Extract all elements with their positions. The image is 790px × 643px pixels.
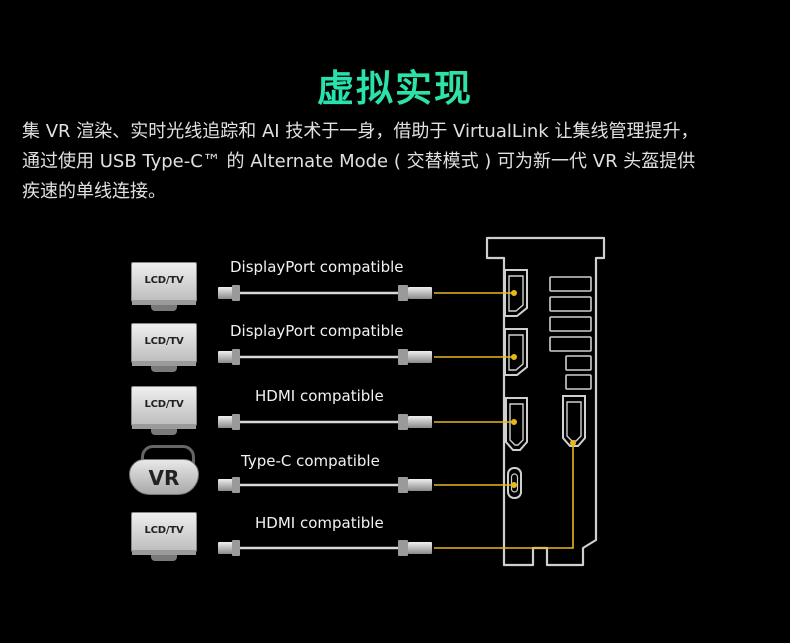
lcd-tv-device: LCD/TV — [131, 262, 197, 322]
vr-headset-icon: VR — [129, 459, 199, 495]
plug — [408, 351, 432, 363]
wire-end — [510, 353, 517, 360]
plug — [232, 285, 240, 301]
displayport-port — [504, 328, 528, 376]
vent-slot — [565, 374, 592, 390]
cable — [218, 285, 432, 301]
signal-wires — [434, 289, 576, 549]
cable-label: HDMI compatible — [255, 514, 384, 532]
plug — [218, 479, 233, 491]
plug — [408, 416, 432, 428]
cable — [218, 540, 432, 556]
tv-icon: LCD/TV — [131, 262, 197, 302]
displayport-port — [504, 269, 528, 317]
plug — [218, 416, 233, 428]
description-line: 疾速的单线连接。 — [22, 181, 166, 202]
vent-slots — [549, 276, 592, 390]
hdmi-port — [505, 397, 528, 451]
tv-icon: LCD/TV — [131, 386, 197, 426]
wire-end — [510, 418, 517, 425]
plug — [232, 414, 240, 430]
ports — [504, 269, 586, 499]
lcd-tv-device: LCD/TV — [131, 323, 197, 383]
plug — [232, 540, 240, 556]
displayport-inner — [508, 334, 524, 371]
cable — [218, 349, 432, 365]
lcd-tv-device: LCD/TV — [131, 386, 197, 446]
vent-slot — [549, 336, 592, 352]
plug — [232, 349, 240, 365]
usb-c-inner — [510, 473, 519, 493]
plug — [398, 540, 408, 556]
usb-c-port — [507, 467, 522, 499]
vr-headset-device: VR — [129, 445, 199, 505]
displayport-inner — [508, 275, 524, 312]
hdmi-inner — [566, 401, 582, 442]
plug — [408, 287, 432, 299]
plug — [398, 477, 408, 493]
vent-slot — [549, 316, 592, 332]
vent-slot — [565, 355, 592, 371]
tv-icon: LCD/TV — [131, 323, 197, 363]
wire — [434, 443, 574, 549]
plug — [408, 479, 432, 491]
plug — [218, 351, 233, 363]
plug — [218, 542, 233, 554]
cables — [218, 285, 432, 556]
wire-end — [510, 289, 517, 296]
vent-slot — [549, 296, 592, 312]
vr-strap-icon — [141, 445, 195, 464]
plug — [218, 287, 233, 299]
plug — [398, 285, 408, 301]
cable-label: HDMI compatible — [255, 387, 384, 405]
cable-label: DisplayPort compatible — [230, 322, 404, 340]
page-title: 虚拟实现 — [0, 58, 790, 112]
vent-slot — [549, 276, 592, 292]
description-line: 集 VR 渲染、实时光线追踪和 AI 技术于一身，借助于 VirtualLink… — [22, 121, 699, 142]
description-line: 通过使用 USB Type-C™ 的 Alternate Mode ( 交替模式… — [22, 151, 696, 172]
hdmi-inner — [509, 403, 524, 446]
description: 集 VR 渲染、实时光线追踪和 AI 技术于一身，借助于 VirtualLink… — [22, 117, 772, 207]
cable-label: DisplayPort compatible — [230, 258, 404, 276]
hdmi-port — [562, 395, 586, 447]
tv-icon: LCD/TV — [131, 512, 197, 552]
plug — [408, 542, 432, 554]
cable — [218, 414, 432, 430]
plug — [232, 477, 240, 493]
plug — [398, 349, 408, 365]
lcd-tv-device: LCD/TV — [131, 512, 197, 572]
cable-label: Type-C compatible — [241, 452, 380, 470]
plug — [398, 414, 408, 430]
wire-end — [569, 439, 576, 446]
wire-end — [510, 481, 517, 488]
cable — [218, 477, 432, 493]
